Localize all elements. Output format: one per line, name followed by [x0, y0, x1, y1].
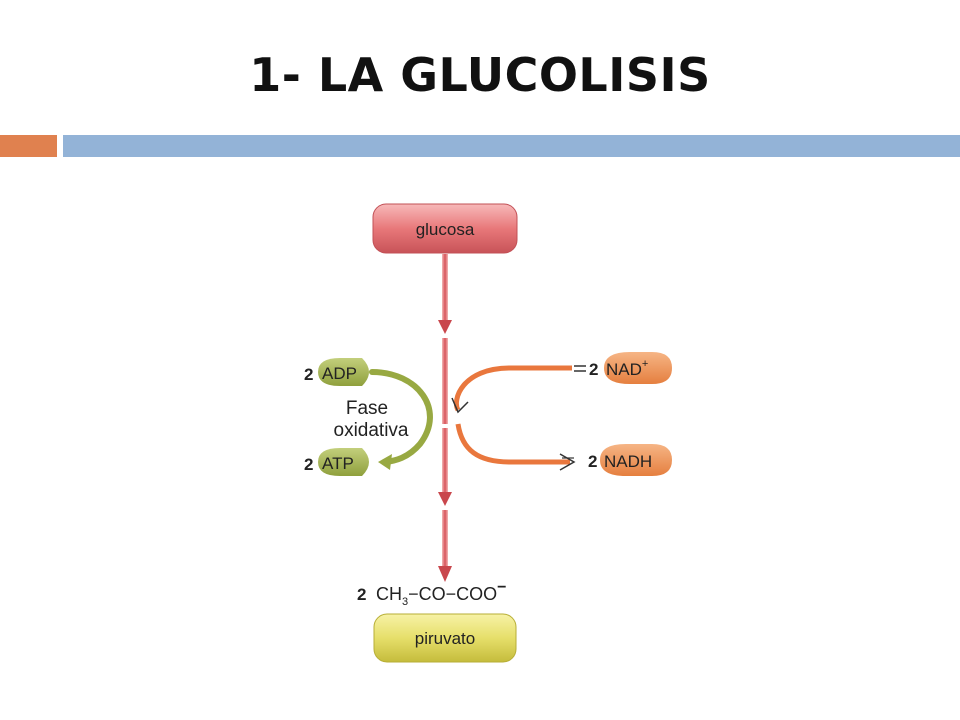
- formula-rest: −CO−COO: [408, 584, 497, 604]
- adp-node: 2 ADP: [304, 358, 369, 386]
- adp-label: ADP: [322, 364, 357, 383]
- accent-bar-blue: [63, 135, 960, 157]
- atp-node: 2 ATP: [304, 448, 369, 476]
- svg-text:CH3−CO−COO−: CH3−CO−COO−: [376, 579, 507, 608]
- formula-charge: −: [497, 579, 506, 596]
- formula-ch3: CH: [376, 584, 402, 604]
- pyruvate-label: piruvato: [415, 629, 475, 648]
- nadh-label: NADH: [604, 452, 652, 471]
- phase-label-line2: oxidativa: [334, 420, 409, 441]
- nad-nadh-arrow: [451, 365, 586, 471]
- formula-coef: 2: [357, 585, 366, 604]
- glucose-node: glucosa: [372, 203, 518, 254]
- nad-charge: +: [642, 358, 648, 370]
- nadh-coef: 2: [588, 452, 597, 471]
- phase-label-line1: Fase: [346, 398, 388, 419]
- pyruvate-formula: 2 CH3−CO−COO−: [357, 579, 507, 608]
- nadh-node: 2 NADH: [588, 444, 672, 476]
- atp-label: ATP: [322, 454, 354, 473]
- adp-atp-arrow: [369, 369, 433, 470]
- slide-title: 1- LA GLUCOLISIS: [249, 48, 711, 102]
- adp-coef: 2: [304, 365, 313, 384]
- main-flow-arrow: [438, 254, 452, 582]
- nad-label: NAD: [606, 360, 642, 379]
- nad-coef: 2: [589, 360, 598, 379]
- accent-bar-orange: [0, 135, 57, 157]
- nad-node: 2 NAD+: [589, 352, 672, 384]
- glucose-label: glucosa: [416, 220, 475, 239]
- formula-sub3: 3: [402, 596, 408, 608]
- pyruvate-node: piruvato: [373, 613, 517, 663]
- atp-coef: 2: [304, 455, 313, 474]
- svg-text:NAD+: NAD+: [606, 358, 648, 379]
